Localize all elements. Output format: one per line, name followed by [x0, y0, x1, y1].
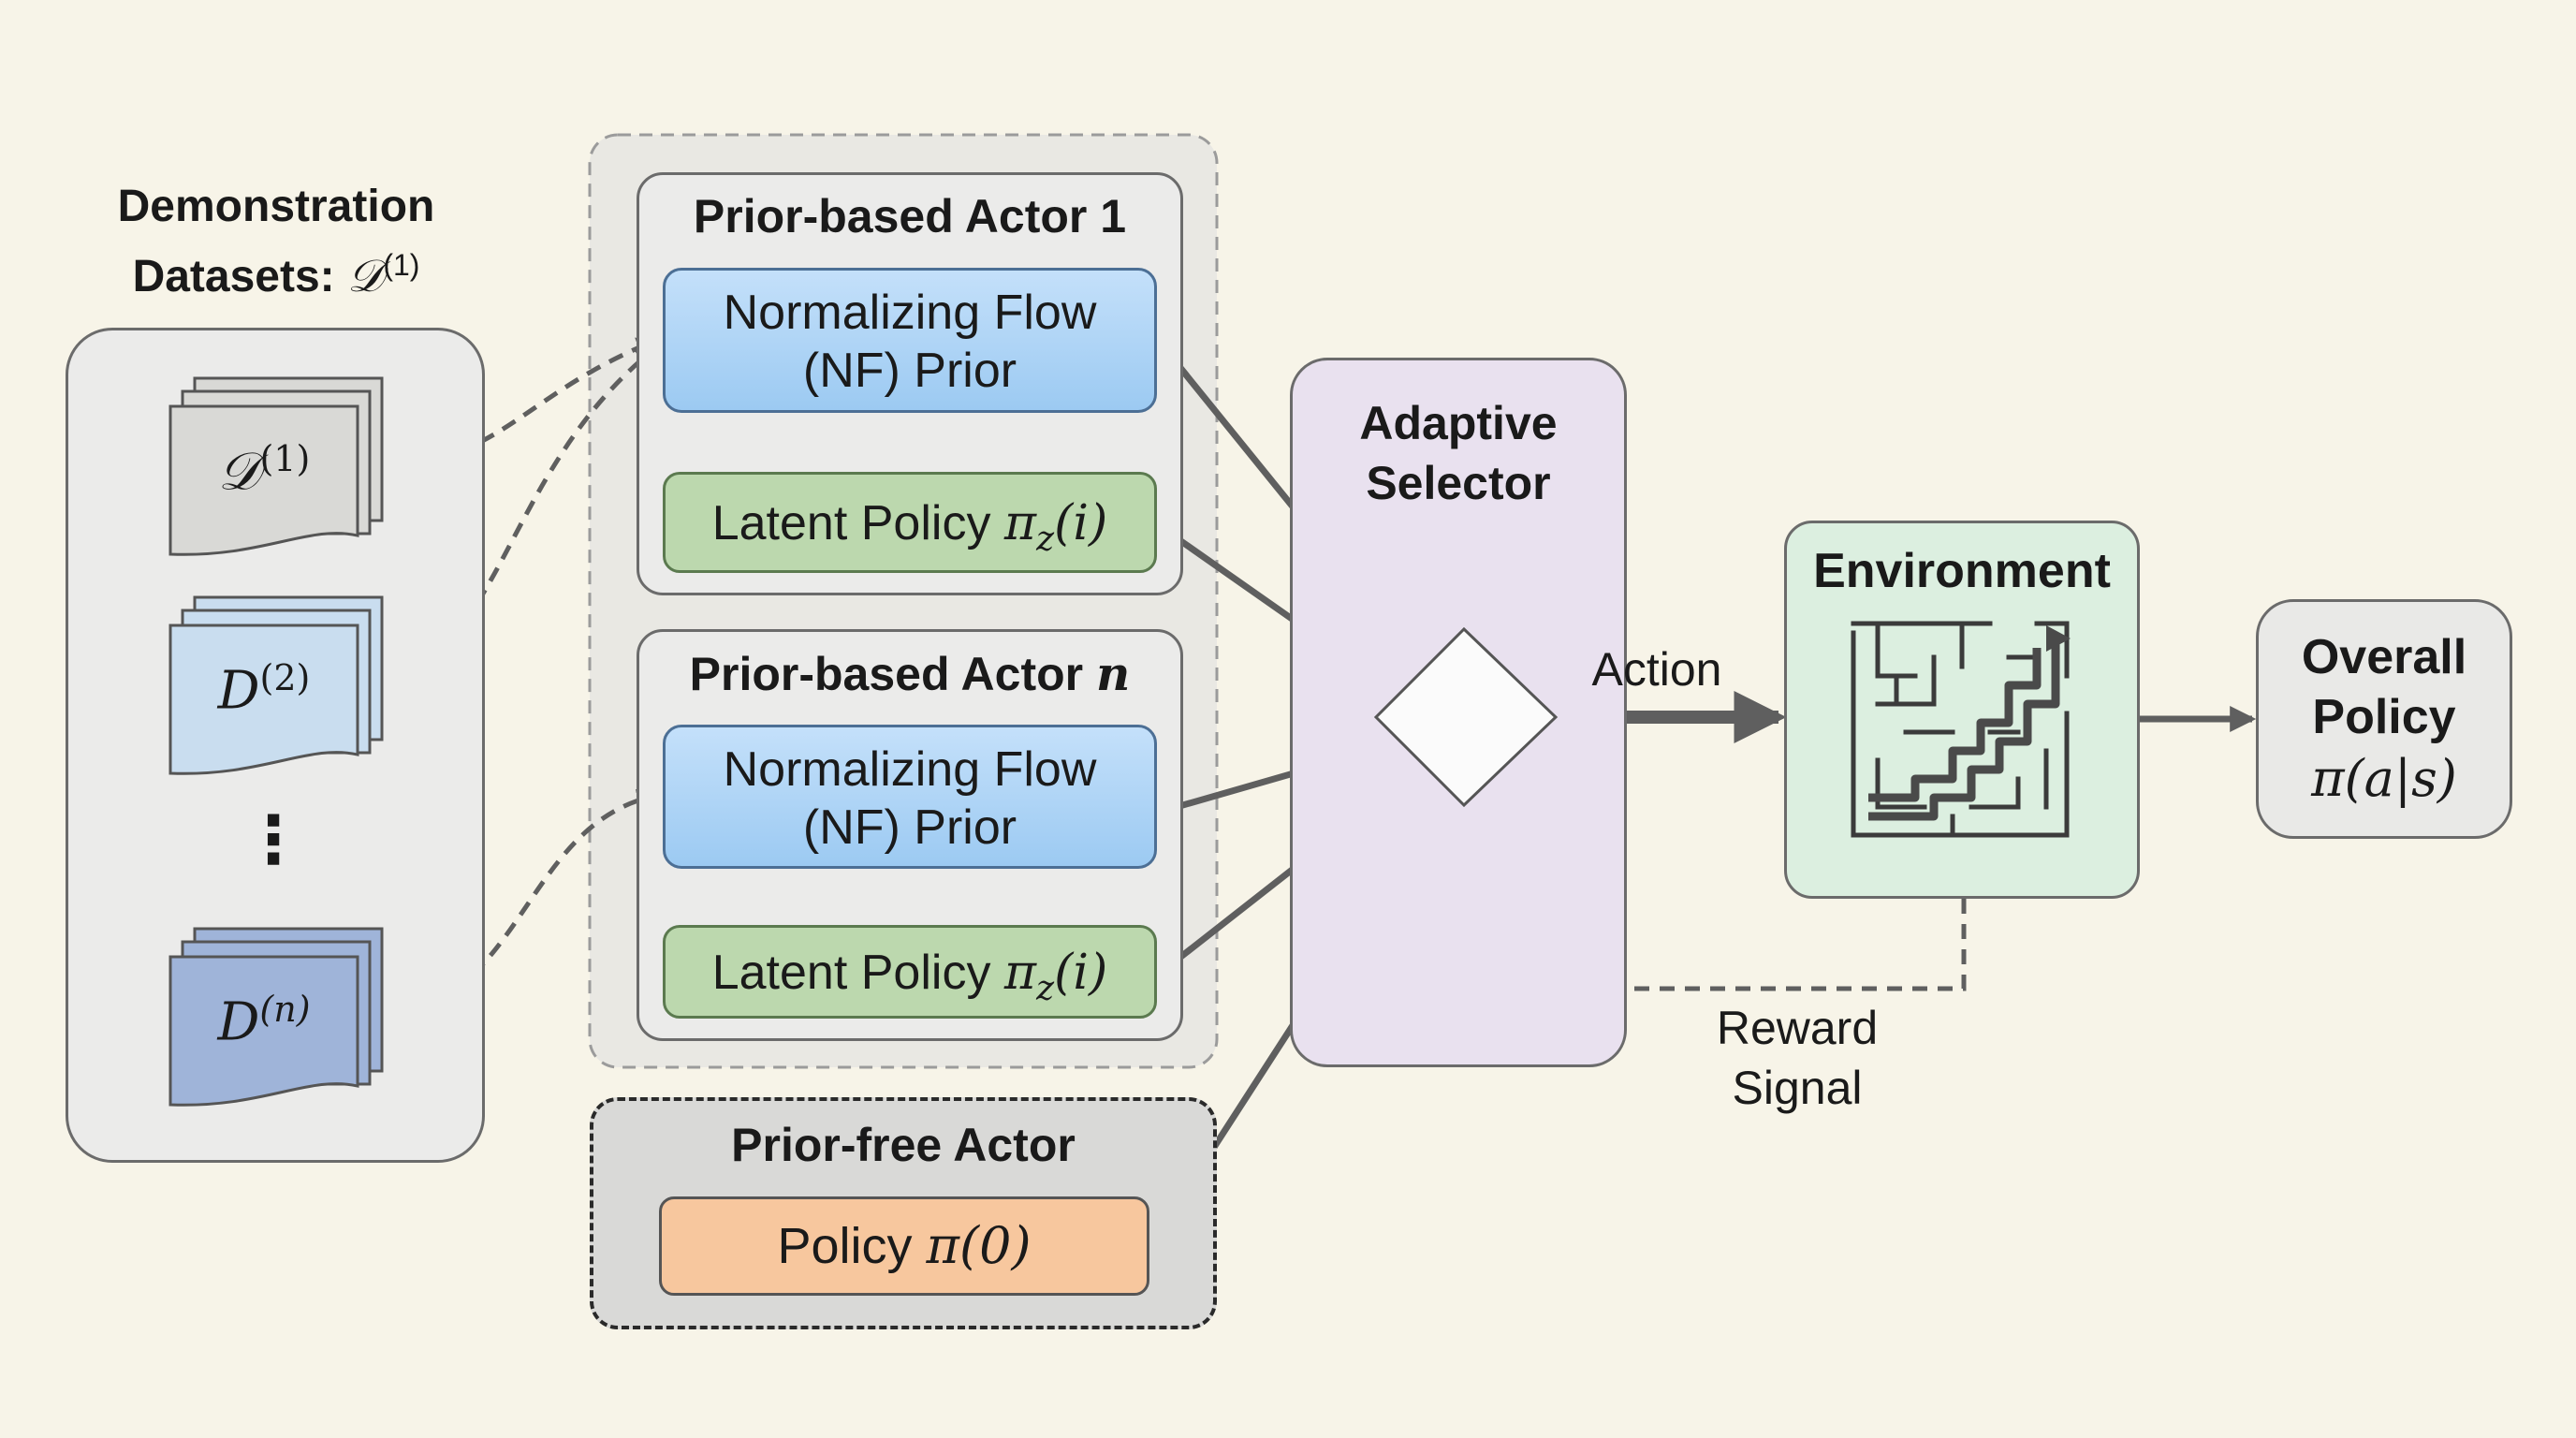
- actor-1-nf-line-2: (NF) Prior: [802, 344, 1017, 398]
- actor-n-nf-prior: Normalizing Flow (NF) Prior: [663, 725, 1157, 869]
- reward-signal-line-2: Signal: [1732, 1062, 1863, 1114]
- maze-icon: [1851, 621, 2071, 838]
- datasets-ellipsis: ⋮: [241, 803, 306, 876]
- adaptive-selector-title: Adaptive Selector: [1290, 393, 1627, 513]
- actor-n-nf-line-2: (NF) Prior: [802, 800, 1017, 855]
- dataset-2-symbol: D: [217, 660, 260, 722]
- datasets-heading: Demonstration Datasets: 𝒟(1): [75, 178, 477, 306]
- overall-policy-line-1: Overall: [2301, 630, 2467, 684]
- selector-diamond: [1373, 626, 1559, 808]
- overall-policy-panel: [2256, 599, 2512, 839]
- actor-n-latent-sub: z: [1036, 969, 1055, 1008]
- datasets-heading-line-1: Demonstration: [117, 182, 435, 231]
- actor-1-title: Prior-based Actor 1: [693, 190, 1127, 242]
- actor-n-latent-arg: (i): [1054, 945, 1108, 1001]
- dataset-1-sup: (1): [259, 438, 311, 479]
- actor-n-latent-label: Latent Policy: [711, 946, 1004, 1000]
- actor-1-latent-policy: Latent Policy πz(i): [663, 472, 1157, 573]
- prior-free-policy-math: π(0): [926, 1216, 1032, 1275]
- actor-1-latent-label: Latent Policy: [711, 496, 1004, 550]
- actor-n-latent-policy: Latent Policy πz(i): [663, 925, 1157, 1019]
- dataset-2-sup: (2): [259, 657, 311, 698]
- adaptive-selector-line-2: Selector: [1366, 457, 1551, 509]
- dataset-1-symbol: 𝒟: [217, 441, 260, 503]
- datasets-heading-text: Datasets:: [132, 252, 347, 301]
- prior-free-policy: Policy π(0): [659, 1196, 1149, 1296]
- prior-free-policy-label: Policy: [777, 1218, 927, 1274]
- datasets-heading-line-2: Datasets: 𝒟(1): [75, 236, 477, 306]
- actor-1-nf-prior: Normalizing Flow (NF) Prior: [663, 268, 1157, 413]
- reward-signal-line-1: Reward: [1716, 1002, 1879, 1054]
- dataset-n-symbol: D: [217, 991, 260, 1053]
- overall-policy-line-2: Policy: [2312, 690, 2456, 744]
- dataset-2-label: D(2): [170, 657, 358, 722]
- datasets-heading-sup: (1): [383, 248, 420, 282]
- action-label: Action: [1591, 643, 1722, 696]
- environment-title: Environment: [1813, 544, 2111, 598]
- reward-signal-label: Reward Signal: [1685, 998, 1910, 1118]
- actor-n-title: Prior-based Actor n: [637, 646, 1183, 701]
- actor-1-nf-line-1: Normalizing Flow: [723, 286, 1097, 340]
- actor-n-latent-pi: π: [1003, 945, 1037, 1001]
- actor-n-title-math: n: [1096, 646, 1131, 701]
- overall-policy-title: Overall Policy: [2256, 627, 2512, 747]
- actor-n-title-text: Prior-based Actor: [689, 648, 1096, 700]
- dataset-n-label: D(n): [170, 989, 358, 1053]
- dataset-1-label: 𝒟(1): [170, 438, 358, 504]
- actor-n-nf-line-1: Normalizing Flow: [723, 742, 1097, 797]
- datasets-heading-math: 𝒟: [347, 250, 384, 302]
- actor-1-latent-sub: z: [1036, 520, 1055, 559]
- overall-policy-math: π(a|s): [2311, 749, 2457, 808]
- actor-1-latent-pi: π: [1003, 495, 1037, 551]
- reward-signal-arrow: [1455, 811, 1967, 991]
- dataset-2-to-actor-1-arrow: [383, 345, 658, 686]
- dataset-n-sup: (n): [259, 989, 311, 1030]
- actor-1-latent-arg: (i): [1054, 495, 1108, 551]
- prior-free-actor-title: Prior-free Actor: [731, 1119, 1076, 1171]
- adaptive-selector-line-1: Adaptive: [1359, 397, 1558, 449]
